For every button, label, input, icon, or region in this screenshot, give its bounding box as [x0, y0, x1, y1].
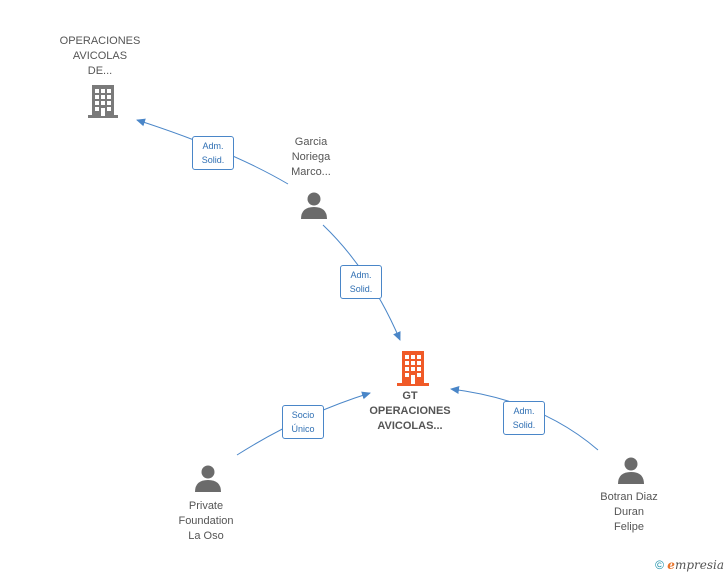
- edge-badge-garcia-to-top[interactable]: Adm. Solid.: [192, 136, 234, 170]
- node-label-line: Noriega: [291, 151, 331, 163]
- building-icon[interactable]: [86, 83, 120, 119]
- person-icon[interactable]: [193, 463, 223, 493]
- node-label-private-foundation: Private Foundation La Oso: [151, 499, 261, 544]
- node-label-line: Marco...: [291, 166, 331, 178]
- node-label-line: La Oso: [188, 530, 224, 542]
- building-icon-main[interactable]: [395, 349, 431, 387]
- edge-badge-botran-to-main[interactable]: Adm. Solid.: [503, 401, 545, 435]
- edge-badge-foundation-to-main[interactable]: Socio Único: [282, 405, 324, 439]
- edge-badge-line: Adm.: [513, 406, 535, 416]
- node-label-line: Duran: [614, 506, 644, 518]
- person-icon[interactable]: [299, 190, 329, 220]
- edge-badge-garcia-to-main[interactable]: Adm. Solid.: [340, 265, 382, 299]
- node-label-line: AVICOLAS...: [377, 420, 443, 432]
- empresia-brand[interactable]: © empresia: [655, 558, 724, 572]
- edge-badge-line: Socio: [291, 410, 315, 420]
- node-label-top-company: OPERACIONES AVICOLAS DE...: [45, 34, 155, 79]
- node-label-line: Felipe: [614, 521, 644, 533]
- edge-badge-line: Solid.: [349, 284, 373, 294]
- node-label-line: DE...: [87, 65, 113, 77]
- brand-e: e: [667, 558, 675, 572]
- node-label-line: OPERACIONES: [369, 405, 451, 417]
- edge-badge-line: Único: [291, 424, 315, 434]
- node-label-garcia: Garcia Noriega Marco...: [256, 135, 366, 180]
- edge-badge-line: Solid.: [512, 420, 536, 430]
- edge-badge-line: Solid.: [201, 155, 225, 165]
- node-label-line: GT: [402, 390, 418, 402]
- node-label-line: Private: [188, 500, 224, 512]
- brand-text: mpresia: [674, 558, 724, 572]
- node-label-main-company: GT OPERACIONES AVICOLAS...: [355, 389, 465, 434]
- edge-badge-line: Adm.: [350, 270, 372, 280]
- node-label-line: Garcia: [294, 136, 328, 148]
- node-label-botran: Botran Diaz Duran Felipe: [574, 490, 684, 535]
- node-label-line: AVICOLAS: [72, 50, 128, 62]
- node-label-line: Foundation: [178, 515, 234, 527]
- edge-badge-line: Adm.: [202, 141, 224, 151]
- node-label-line: Botran Diaz: [600, 491, 658, 503]
- person-icon[interactable]: [616, 455, 646, 485]
- node-label-line: OPERACIONES: [59, 35, 141, 47]
- copyright-icon: ©: [655, 558, 664, 572]
